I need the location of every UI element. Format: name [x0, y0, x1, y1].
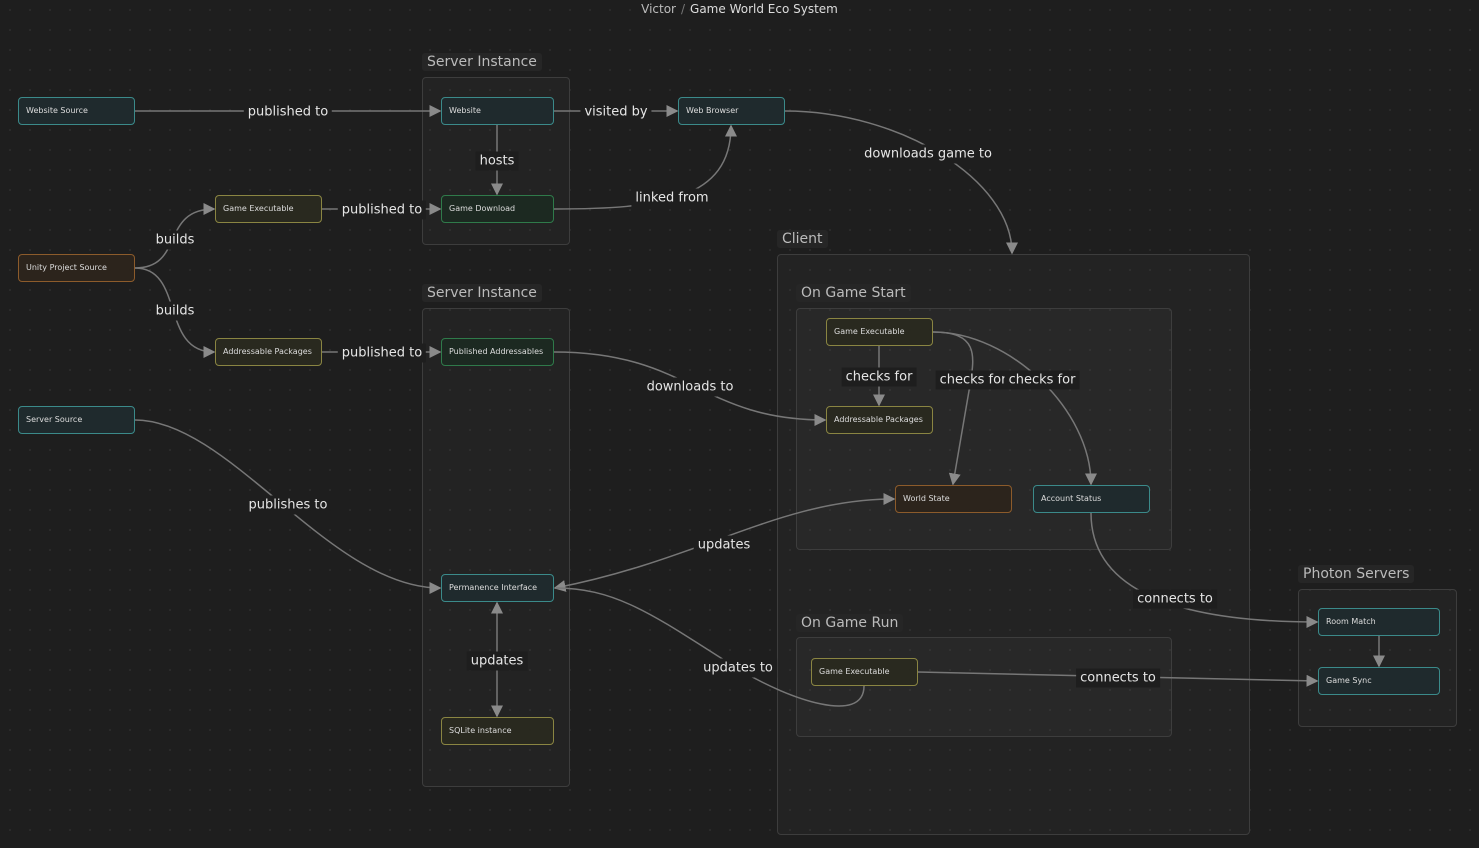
page-title[interactable]: Game World Eco System — [690, 2, 838, 16]
group-label[interactable]: On Game Run — [796, 614, 904, 632]
node-web-browser[interactable]: Web Browser — [678, 97, 785, 125]
edge-label[interactable]: updates to — [699, 658, 777, 678]
node-unity-project-source[interactable]: Unity Project Source — [18, 254, 135, 282]
edge-label[interactable]: hosts — [475, 151, 519, 171]
edge-label[interactable]: connects to — [1076, 668, 1160, 688]
edge-label[interactable]: builds — [151, 230, 199, 250]
edge-label[interactable]: updates — [466, 651, 528, 671]
node-game-download[interactable]: Game Download — [441, 195, 554, 223]
node-published-addressables[interactable]: Published Addressables — [441, 338, 554, 366]
edge-label[interactable]: visited by — [580, 102, 652, 122]
group-label[interactable]: Photon Servers — [1298, 565, 1415, 583]
breadcrumb-parent[interactable]: Victor — [641, 2, 676, 16]
node-permanence-interface[interactable]: Permanence Interface — [441, 574, 554, 602]
breadcrumb-separator: / — [680, 2, 686, 16]
node-game-executable[interactable]: Game Executable — [215, 195, 322, 223]
edge-label[interactable]: downloads to — [642, 377, 738, 397]
group-on-game-start[interactable] — [796, 308, 1172, 550]
node-room-match[interactable]: Room Match — [1318, 608, 1440, 636]
edge-label[interactable]: updates — [693, 535, 755, 555]
edge-label[interactable]: connects to — [1133, 589, 1217, 609]
group-photon-servers[interactable] — [1298, 589, 1457, 727]
breadcrumb: Victor / Game World Eco System — [0, 2, 1479, 16]
node-server-source[interactable]: Server Source — [18, 406, 135, 434]
group-label[interactable]: Server Instance — [422, 284, 542, 302]
edge-label[interactable]: published to — [337, 200, 427, 220]
edge-label[interactable]: checks for — [935, 370, 1011, 390]
edge-label[interactable]: checks for — [1004, 370, 1080, 390]
group-on-game-run[interactable] — [796, 637, 1172, 737]
edge-updates-world[interactable] — [553, 493, 896, 592]
node-addressable-packages[interactable]: Addressable Packages — [215, 338, 322, 366]
node-account-status[interactable]: Account Status — [1033, 485, 1150, 513]
node-run-game-executable[interactable]: Game Executable — [811, 658, 918, 686]
group-label[interactable]: Client — [777, 230, 828, 248]
node-game-sync[interactable]: Game Sync — [1318, 667, 1440, 695]
edge-label[interactable]: published to — [337, 343, 427, 363]
edge-label[interactable]: linked from — [631, 188, 713, 208]
edge-label[interactable]: checks for — [841, 367, 917, 387]
node-client-addressable-packages[interactable]: Addressable Packages — [826, 406, 933, 434]
edge-downloads-game-to[interactable] — [784, 110, 1018, 255]
edge-label[interactable]: builds — [151, 301, 199, 321]
group-label[interactable]: On Game Start — [796, 284, 911, 302]
node-website-source[interactable]: Website Source — [18, 97, 135, 125]
edge-label[interactable]: published to — [243, 102, 333, 122]
node-world-state[interactable]: World State — [895, 485, 1012, 513]
edge-label[interactable]: downloads game to — [860, 144, 996, 164]
edge-label[interactable]: publishes to — [244, 495, 332, 515]
edge-checks-world[interactable] — [932, 331, 974, 486]
node-client-game-executable[interactable]: Game Executable — [826, 318, 933, 346]
node-sqlite-instance[interactable]: SQLite instance — [441, 717, 554, 745]
group-server-instance-1[interactable] — [422, 77, 570, 245]
group-label[interactable]: Server Instance — [422, 53, 542, 71]
edge-updates-to[interactable] — [555, 587, 865, 707]
node-website[interactable]: Website — [441, 97, 554, 125]
